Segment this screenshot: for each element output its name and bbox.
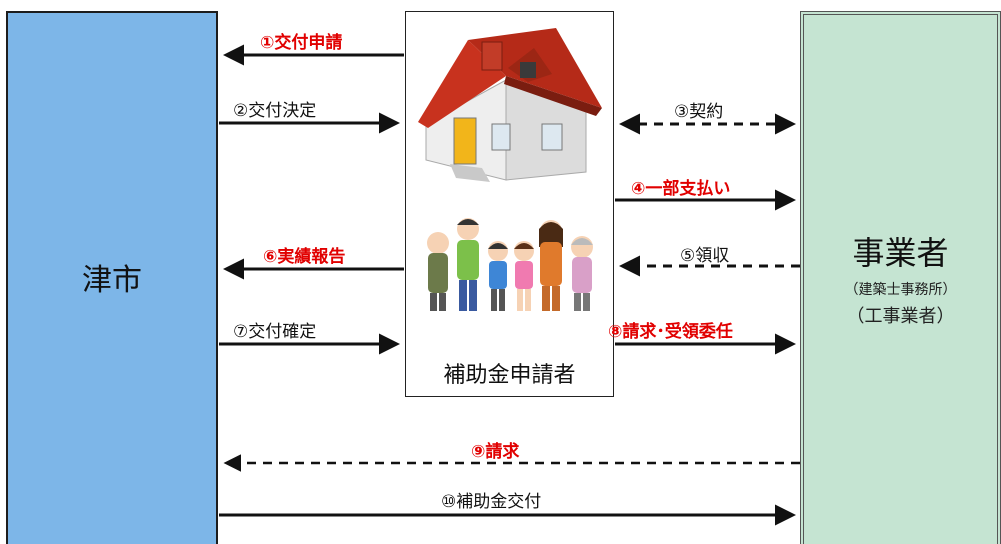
applicant-box — [405, 11, 614, 397]
city-box — [6, 11, 218, 544]
step-9-label: ⑨請求 — [471, 442, 520, 462]
applicant-label: 補助金申請者 — [443, 363, 576, 388]
contractor-box — [800, 11, 1001, 544]
contractor-label: 事業者 — [852, 234, 949, 272]
family-illustration — [427, 218, 593, 311]
step-6-label: ⑥実績報告 — [263, 247, 346, 267]
city-label: 津市 — [82, 263, 142, 298]
step-3-label: ③契約 — [674, 102, 724, 122]
step-2-label: ②交付決定 — [233, 101, 317, 121]
step-7-label: ⑦交付確定 — [233, 322, 317, 342]
step-10-label: ⑩補助金交付 — [441, 492, 542, 512]
house-illustration — [418, 28, 602, 182]
contractor-sub-label-1: （建築士事務所） — [844, 282, 957, 298]
step-1-label: ①交付申請 — [260, 33, 343, 53]
step-8-label: ⑧請求･受領委任 — [608, 322, 733, 342]
contractor-sub-label-2: （工事業者） — [846, 306, 955, 327]
step-5-label: ⑤領収 — [680, 246, 730, 266]
step-4-label: ④一部支払い — [631, 179, 731, 199]
